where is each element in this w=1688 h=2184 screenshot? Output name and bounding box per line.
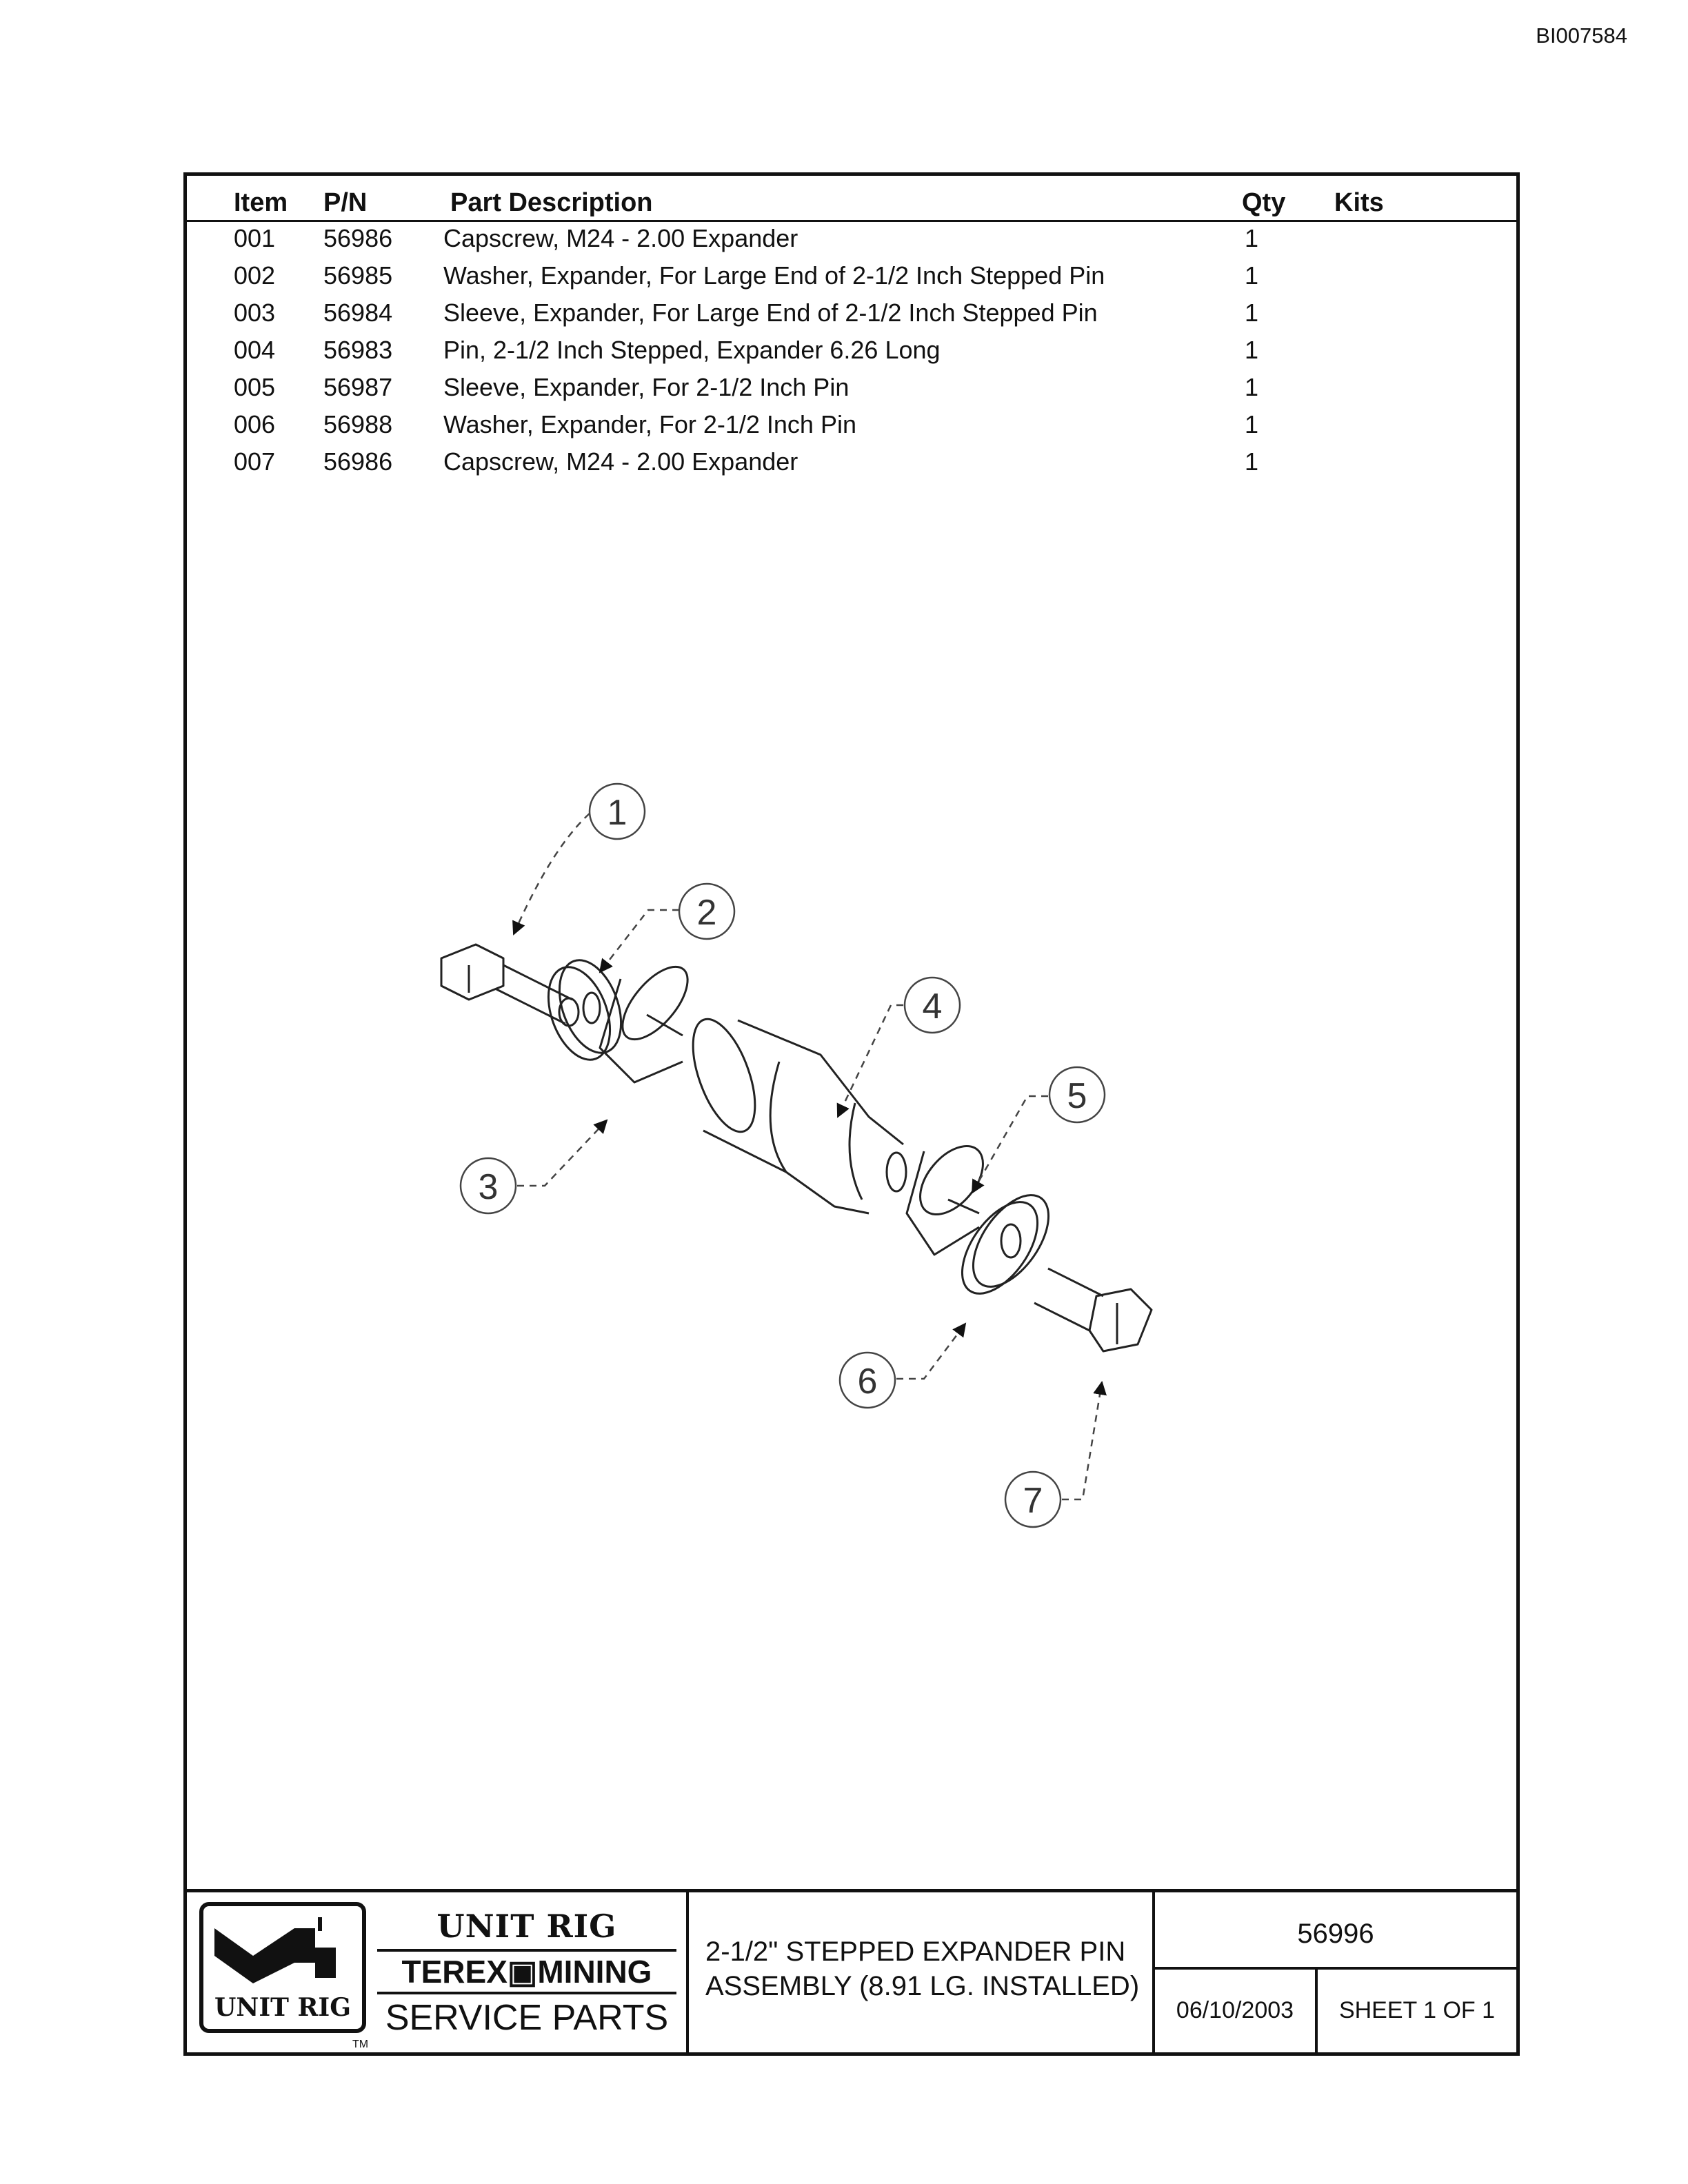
part-washer-2 (547, 959, 623, 1061)
row-qty: 1 (1245, 224, 1259, 252)
drawing-number-cell: 56996 06/10/2003 SHEET 1 OF 1 (1155, 1892, 1516, 2052)
balloon-4 (903, 976, 961, 1034)
row-item: 006 (234, 410, 276, 438)
parts-row: 003 56984 Sleeve, Expander, For Large En… (187, 299, 1516, 336)
parts-row: 001 56986 Capscrew, M24 - 2.00 Expander … (187, 224, 1516, 261)
title-block: UNIT RIG TM UNIT RIG TEREX▣MINING SERVIC… (187, 1889, 1516, 2052)
header-description: Part Description (450, 188, 653, 217)
row-description: Washer, Expander, For 2-1/2 Inch Pin (443, 410, 856, 438)
balloon-7 (1004, 1470, 1062, 1528)
row-description: Sleeve, Expander, For 2-1/2 Inch Pin (443, 373, 850, 401)
row-qty: 1 (1245, 261, 1259, 290)
row-item: 004 (234, 336, 276, 364)
part-capscrew-1 (440, 943, 580, 1027)
row-item: 005 (234, 373, 276, 401)
header-kits: Kits (1334, 188, 1384, 217)
part-capscrew-7 (1034, 1267, 1153, 1353)
header-item: Item (234, 188, 288, 217)
row-qty: 1 (1245, 299, 1259, 327)
row-item: 001 (234, 224, 276, 252)
trademark-mark: TM (352, 2039, 369, 2050)
row-pn: 56984 (323, 299, 393, 327)
row-pn: 56983 (323, 336, 393, 364)
drawing-title-cell: 2-1/2" STEPPED EXPANDER PIN ASSEMBLY (8.… (689, 1892, 1155, 2052)
row-pn: 56986 (323, 447, 393, 476)
sheet-number: SHEET 1 OF 1 (1338, 1997, 1496, 2023)
row-item: 003 (234, 299, 276, 327)
unit-rig-emblem-icon (214, 1917, 336, 1983)
drawing-part-number: 56996 (1155, 1892, 1516, 1970)
brand-unit-rig: UNIT RIG (436, 1908, 617, 1945)
header-pn: P/N (323, 188, 368, 217)
parts-list-header: Item P/N Part Description Qty Kits (187, 176, 1516, 222)
exploded-assembly-drawing: 1 2 3 4 5 6 7 (440, 782, 1153, 1528)
row-description: Sleeve, Expander, For Large End of 2-1/2… (443, 299, 1098, 327)
brand-service-parts: SERVICE PARTS (385, 1998, 669, 2038)
row-description: Capscrew, M24 - 2.00 Expander (443, 447, 798, 476)
drawing-title-line2: ASSEMBLY (8.91 LG. INSTALLED) (705, 1971, 1140, 2001)
balloon-label: 6 (858, 1362, 878, 1402)
row-description: Washer, Expander, For Large End of 2-1/2… (443, 261, 1105, 290)
balloon-label: 5 (1067, 1076, 1087, 1116)
row-qty: 1 (1245, 336, 1259, 364)
document-id: BI007584 (1536, 23, 1627, 48)
row-description: Pin, 2-1/2 Inch Stepped, Expander 6.26 L… (443, 336, 941, 364)
balloon-label: 1 (607, 793, 627, 833)
parts-row: 007 56986 Capscrew, M24 - 2.00 Expander … (187, 447, 1516, 485)
part-sleeve-5 (905, 1144, 984, 1256)
logo-text: UNIT RIG (214, 1993, 351, 2022)
row-qty: 1 (1245, 373, 1259, 401)
parts-row: 006 56988 Washer, Expander, For 2-1/2 In… (187, 410, 1516, 447)
balloon-3 (459, 1157, 517, 1215)
row-item: 007 (234, 447, 276, 476)
part-washer-6 (961, 1194, 1050, 1295)
balloon-label: 7 (1023, 1481, 1043, 1521)
row-qty: 1 (1245, 410, 1259, 438)
balloon-label: 3 (479, 1167, 499, 1207)
drawing-title-line1: 2-1/2" STEPPED EXPANDER PIN (705, 1937, 1126, 1967)
row-pn: 56985 (323, 261, 393, 290)
header-qty: Qty (1242, 188, 1286, 217)
row-pn: 56987 (323, 373, 393, 401)
parts-row: 005 56987 Sleeve, Expander, For 2-1/2 In… (187, 373, 1516, 410)
part-sleeve-3 (599, 965, 689, 1084)
balloon-5 (1048, 1066, 1106, 1124)
balloon-label: 2 (697, 893, 717, 933)
parts-row: 004 56983 Pin, 2-1/2 Inch Stepped, Expan… (187, 336, 1516, 373)
balloon-1 (588, 782, 646, 840)
row-description: Capscrew, M24 - 2.00 Expander (443, 224, 798, 252)
row-pn: 56988 (323, 410, 393, 438)
row-pn: 56986 (323, 224, 393, 252)
brand-terex-mining: TEREX▣MINING (377, 1949, 676, 1994)
unit-rig-logo: UNIT RIG (199, 1902, 366, 2033)
logo-cell: UNIT RIG TM UNIT RIG TEREX▣MINING SERVIC… (187, 1892, 689, 2052)
drawing-date: 06/10/2003 (1155, 1970, 1318, 2052)
parts-row: 002 56985 Washer, Expander, For Large En… (187, 261, 1516, 299)
balloon-6 (838, 1351, 896, 1409)
drawing-frame: Item P/N Part Description Qty Kits 001 5… (183, 172, 1520, 2056)
row-qty: 1 (1245, 447, 1259, 476)
row-item: 002 (234, 261, 276, 290)
balloon-2 (678, 882, 736, 940)
part-stepped-pin-4 (692, 1018, 907, 1215)
balloon-label: 4 (923, 987, 943, 1027)
